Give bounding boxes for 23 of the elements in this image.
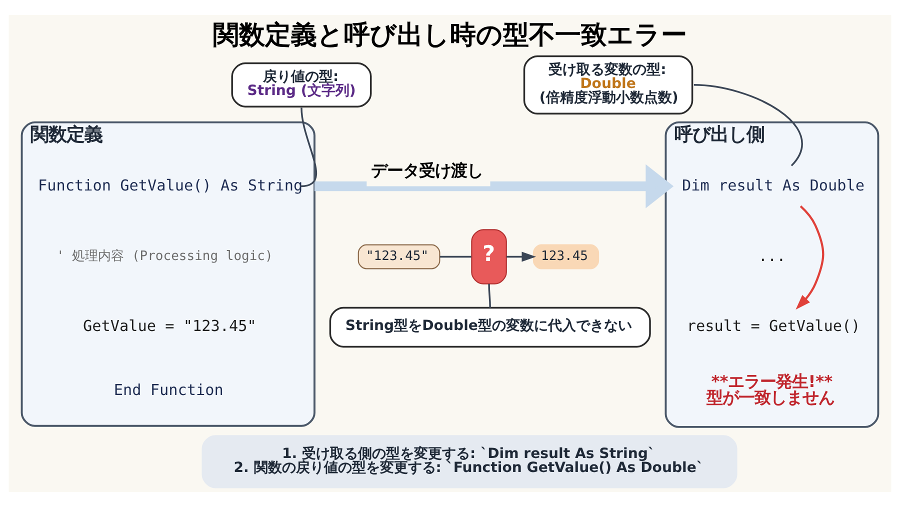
arrow (506, 251, 536, 262)
connector (300, 107, 317, 187)
node-text: Dim result As Double (682, 176, 864, 194)
edge-label: データ受け渡し (371, 160, 483, 180)
node-box: 受け取る変数の型: Double (倍精度浮動小数点数) (523, 54, 694, 114)
arrow (796, 204, 824, 310)
node-box: String型をDouble型の変数に代入できない (329, 306, 651, 348)
node-box: "123.45" (358, 244, 440, 269)
connector (488, 283, 491, 308)
node-text: ... (758, 246, 786, 264)
node-text: ' 処理内容 (Processing logic) (56, 248, 273, 264)
node-text: GetValue = "123.45" (83, 316, 256, 335)
node-box: 戻り値の型: String (文字列) (231, 62, 372, 107)
connector (440, 255, 472, 258)
diagram-title: 関数定義と呼び出し時の型不一致エラー (213, 20, 688, 50)
arrow (314, 164, 674, 208)
node-text: End Function (114, 380, 224, 399)
node-box: ? (471, 228, 507, 284)
node-text: result = GetValue() (686, 316, 860, 335)
node-box: 123.45 (532, 244, 600, 269)
connector (694, 84, 803, 166)
node-text: Function GetValue() As String (38, 176, 303, 194)
node-text: **エラー発生!** 型が一致しません (706, 371, 834, 407)
